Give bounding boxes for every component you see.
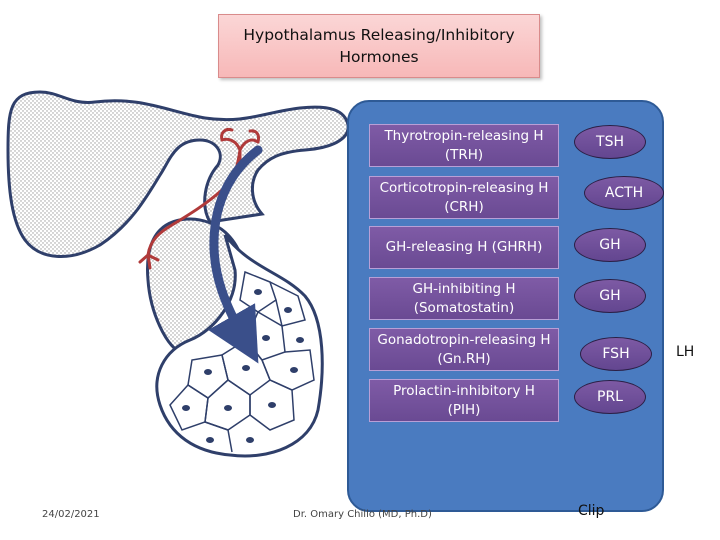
- target-oval-gh-2: GH: [574, 279, 646, 313]
- target-label-acth: ACTH: [604, 185, 644, 201]
- hormone-box-ghrh: GH-releasing H (GHRH): [369, 226, 559, 269]
- target-oval-gh-1: GH: [574, 228, 646, 262]
- hormone-box-trh: Thyrotropin-releasing H (TRH): [369, 124, 559, 167]
- target-label-gh-2: GH: [599, 288, 621, 304]
- portal-arrow: [208, 145, 263, 364]
- target-oval-tsh: TSH: [574, 125, 646, 159]
- hormone-box-pih: Prolactin-inhibitory H (PIH): [369, 379, 559, 422]
- hypothalamus-tissue: [6, 90, 350, 258]
- hormone-label-crh: Corticotropin-releasing H (CRH): [379, 179, 549, 215]
- hormone-label-pih: Prolactin-inhibitory H (PIH): [393, 382, 535, 418]
- hormone-label-gnrh: Gonadotropin-releasing H (Gn.RH): [377, 331, 551, 367]
- hormone-label-somatostatin: GH-inhibiting H (Somatostatin): [412, 280, 516, 316]
- footer-author: Dr. Omary Chillo (MD, Ph.D): [293, 509, 432, 520]
- footer-date: 24/02/2021: [42, 509, 100, 520]
- target-label-prl: PRL: [597, 389, 623, 405]
- hormone-label-trh: Thyrotropin-releasing H (TRH): [384, 127, 544, 163]
- target-label-tsh: TSH: [596, 134, 624, 150]
- hormone-box-somatostatin: GH-inhibiting H (Somatostatin): [369, 277, 559, 320]
- hormone-box-crh: Corticotropin-releasing H (CRH): [369, 176, 559, 219]
- hormone-box-gnrh: Gonadotropin-releasing H (Gn.RH): [369, 328, 559, 371]
- target-oval-fsh: FSH: [580, 337, 652, 371]
- hormone-label-ghrh: GH-releasing H (GHRH): [385, 239, 543, 255]
- target-oval-prl: PRL: [574, 380, 646, 414]
- clip-link[interactable]: Clip: [578, 503, 605, 519]
- target-oval-acth: ACTH: [584, 176, 664, 210]
- slide-title-text: Hypothalamus Releasing/Inhibitory Hormon…: [243, 26, 515, 66]
- cell-nuclei: [182, 289, 304, 443]
- target-label-lh: LH: [676, 344, 695, 360]
- slide-title: Hypothalamus Releasing/Inhibitory Hormon…: [218, 14, 540, 78]
- target-label-fsh: FSH: [602, 346, 630, 362]
- target-label-gh-1: GH: [599, 237, 621, 253]
